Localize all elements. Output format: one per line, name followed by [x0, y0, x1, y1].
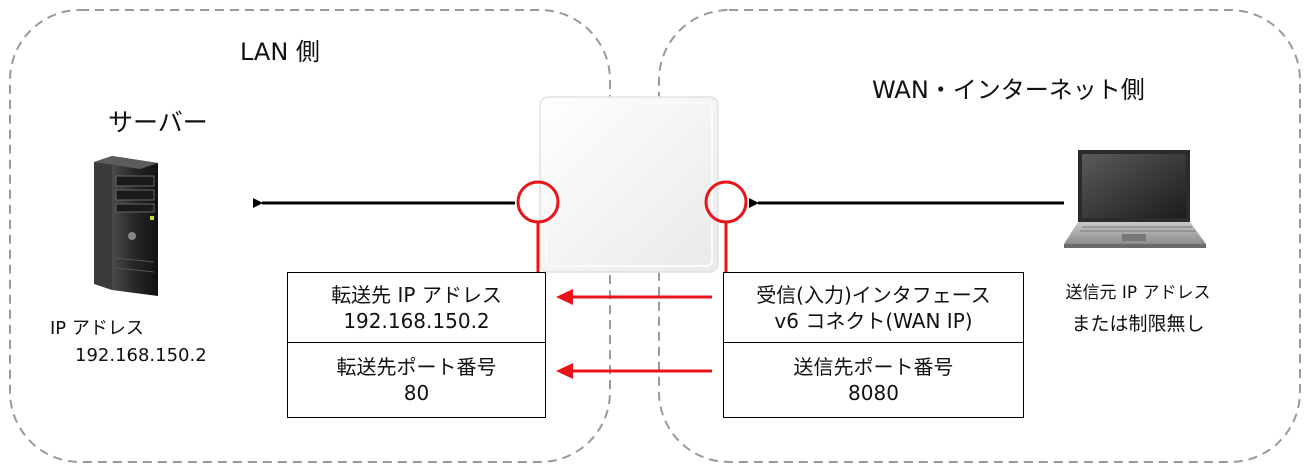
- wan-zone: [658, 9, 1301, 463]
- forward-ip-value: 192.168.150.2: [343, 309, 490, 333]
- forward-ip-label: 転送先 IP アドレス: [331, 283, 502, 307]
- receive-interface-label: 受信(入力)インタフェース: [756, 283, 991, 307]
- destination-port-value: 8080: [848, 381, 899, 405]
- server-ip-value: 192.168.150.2: [75, 345, 207, 366]
- forward-port-value: 80: [403, 381, 430, 405]
- server-title: サーバー: [108, 108, 208, 137]
- receive-interface-value: v6 コネクト(WAN IP): [774, 309, 973, 333]
- laptop-icon: [1064, 150, 1206, 248]
- destination-port-label: 送信先ポート番号: [793, 355, 954, 379]
- forward-port-label: 転送先ポート番号: [336, 355, 497, 379]
- lan-zone-title: LAN 側: [240, 38, 320, 66]
- router-icon: [539, 96, 719, 273]
- port-mapping-arrow: [556, 363, 712, 379]
- ip-mapping-arrow: [556, 289, 712, 305]
- server-ip-label: IP アドレス: [50, 318, 144, 339]
- sender-restriction-label: または制限無し: [1071, 313, 1205, 335]
- sender-label: 送信元 IP アドレス または制限無し: [1054, 278, 1222, 336]
- wan-zone-title: WAN・インターネット側: [872, 76, 1145, 104]
- forward-ip-cell: 転送先 IP アドレス 192.168.150.2: [287, 272, 546, 344]
- sender-ip-label: 送信元 IP アドレス: [1065, 283, 1211, 303]
- server-tower-icon: [94, 156, 158, 296]
- receive-interface-cell: 受信(入力)インタフェース v6 コネクト(WAN IP): [723, 272, 1024, 344]
- forward-port-cell: 転送先ポート番号 80: [287, 342, 546, 418]
- destination-port-cell: 送信先ポート番号 8080: [723, 342, 1024, 418]
